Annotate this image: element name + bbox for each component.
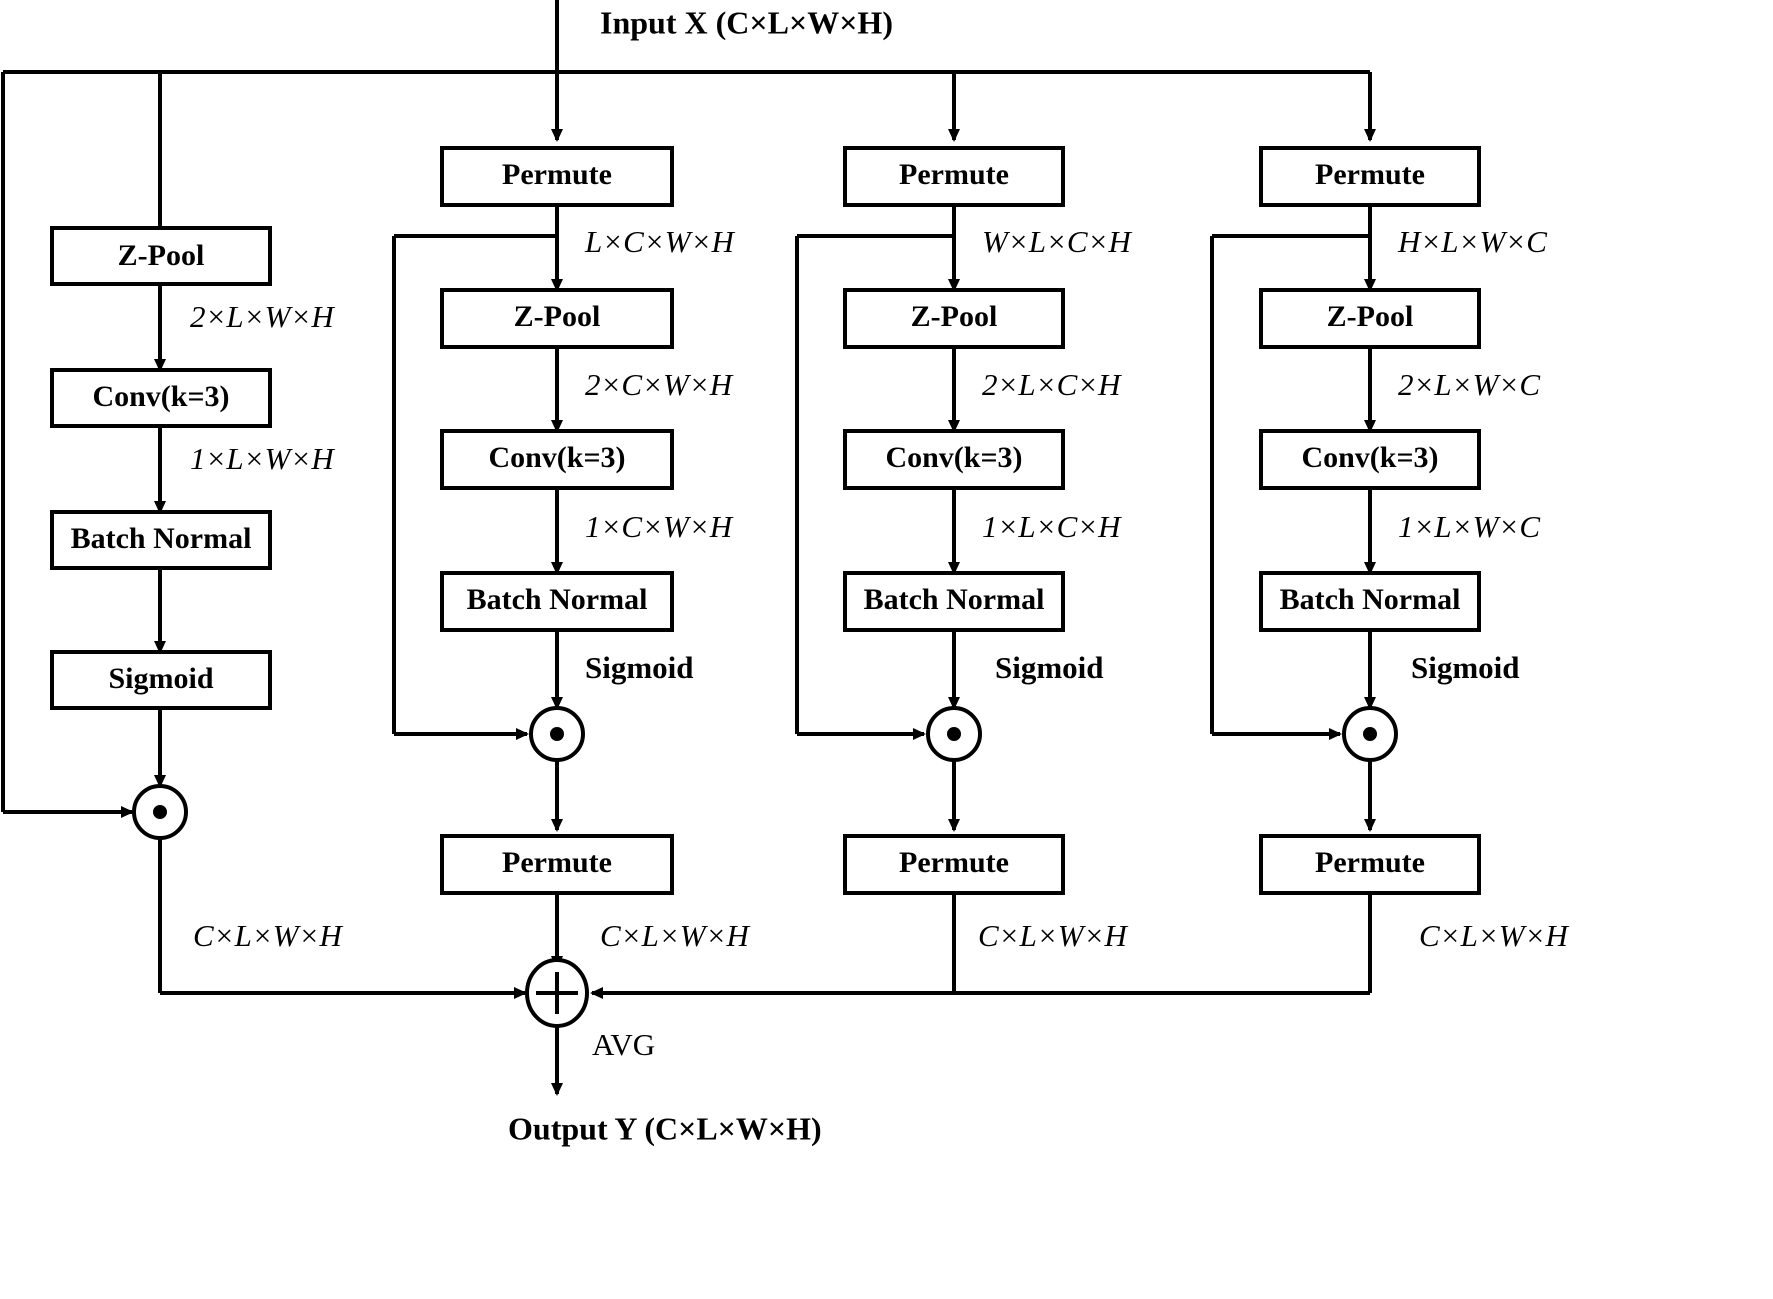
branch2-permute-in-label: Permute [502, 158, 612, 191]
branch3-permute-in-label: Permute [899, 158, 1009, 191]
branch4-dim-after-permute: H×L×W×C [1397, 224, 1547, 259]
branch3-dim-after-zpool: 2×L×C×H [982, 367, 1122, 402]
branch-4: Permute H×L×W×C Z-Pool 2×L×W×C Conv(k=3)… [592, 146, 1569, 995]
branch4-dim-after-zpool: 2×L×W×C [1398, 367, 1540, 402]
branch2-output-dim: C×L×W×H [600, 918, 750, 953]
branch4-zpool-label: Z-Pool [1327, 300, 1414, 333]
branch1-dim-after-zpool: 2×L×W×H [190, 299, 335, 334]
branch4-sigmoid-label: Sigmoid [1411, 650, 1520, 685]
branch2-conv-label: Conv(k=3) [488, 441, 625, 474]
branch1-sigmoid-label: Sigmoid [108, 662, 213, 695]
branch2-dim-after-permute: L×C×W×H [584, 224, 735, 259]
branch4-output-dim: C×L×W×H [1419, 918, 1569, 953]
branch3-output-dim: C×L×W×H [978, 918, 1128, 953]
branch1-conv-label: Conv(k=3) [92, 380, 229, 413]
branch1-multiply-dot [153, 805, 167, 819]
branch1-output-dim: C×L×W×H [193, 918, 343, 953]
branch1-sigmoid-box[interactable] [50, 650, 272, 710]
branch4-batchnorm-label: Batch Normal [1280, 583, 1461, 616]
branch4-permute-out-box[interactable] [1259, 834, 1481, 895]
branch2-dim-after-zpool: 2×C×W×H [585, 367, 734, 402]
branch4-conv-box[interactable] [1259, 429, 1481, 490]
branch2-multiply-dot [550, 727, 564, 741]
branch3-sigmoid-label: Sigmoid [995, 650, 1104, 685]
branch3-batchnorm-label: Batch Normal [864, 583, 1045, 616]
branch2-batchnorm-label: Batch Normal [467, 583, 648, 616]
branch2-permute-out-box[interactable] [440, 834, 674, 895]
branch4-permute-in-label: Permute [1315, 158, 1425, 191]
sum-node-group [525, 958, 589, 1028]
branch3-permute-in-box[interactable] [843, 146, 1065, 207]
branch1-dim-after-conv: 1×L×W×H [190, 441, 335, 476]
branch2-conv-box[interactable] [440, 429, 674, 490]
branch1-conv-box[interactable] [50, 368, 272, 428]
branch4-multiply-dot [1363, 727, 1377, 741]
avg-label: AVG [592, 1027, 655, 1062]
branch4-conv-label: Conv(k=3) [1301, 441, 1438, 474]
branch2-permute-out-label: Permute [502, 846, 612, 879]
branch3-multiply-dot [947, 727, 961, 741]
branch4-permute-out-label: Permute [1315, 846, 1425, 879]
branch2-sigmoid-label: Sigmoid [585, 650, 694, 685]
branch3-permute-out-label: Permute [899, 846, 1009, 879]
branch1-batchnorm-label: Batch Normal [71, 522, 252, 555]
branch-3: Permute W×L×C×H Z-Pool 2×L×C×H Conv(k=3)… [590, 146, 1132, 999]
branch4-dim-after-conv: 1×L×W×C [1398, 509, 1540, 544]
output-label: Output Y (C×L×W×H) [508, 1110, 822, 1146]
branch3-dim-after-conv: 1×L×C×H [982, 509, 1122, 544]
branch2-zpool-label: Z-Pool [514, 300, 601, 333]
branch3-conv-label: Conv(k=3) [885, 441, 1022, 474]
branch2-zpool-box[interactable] [440, 288, 674, 349]
branch1-batchnorm-box[interactable] [50, 510, 272, 570]
branch1-zpool-label: Z-Pool [118, 239, 205, 272]
branch3-batchnorm-box[interactable] [843, 571, 1065, 632]
top-bus [1, 70, 1376, 812]
branch4-permute-in-box[interactable] [1259, 146, 1481, 207]
branch3-zpool-label: Z-Pool [911, 300, 998, 333]
branch-1: Z-Pool 2×L×W×H Conv(k=3) 1×L×W×H Batch N… [50, 226, 527, 999]
branch2-dim-after-conv: 1×C×W×H [585, 509, 734, 544]
branch4-batchnorm-box[interactable] [1259, 571, 1481, 632]
branch3-dim-after-permute: W×L×C×H [982, 224, 1132, 259]
branch-2: Permute L×C×W×H Z-Pool 2×C×W×H Conv(k=3)… [392, 146, 750, 969]
input-label: Input X (C×L×W×H) [600, 4, 893, 40]
